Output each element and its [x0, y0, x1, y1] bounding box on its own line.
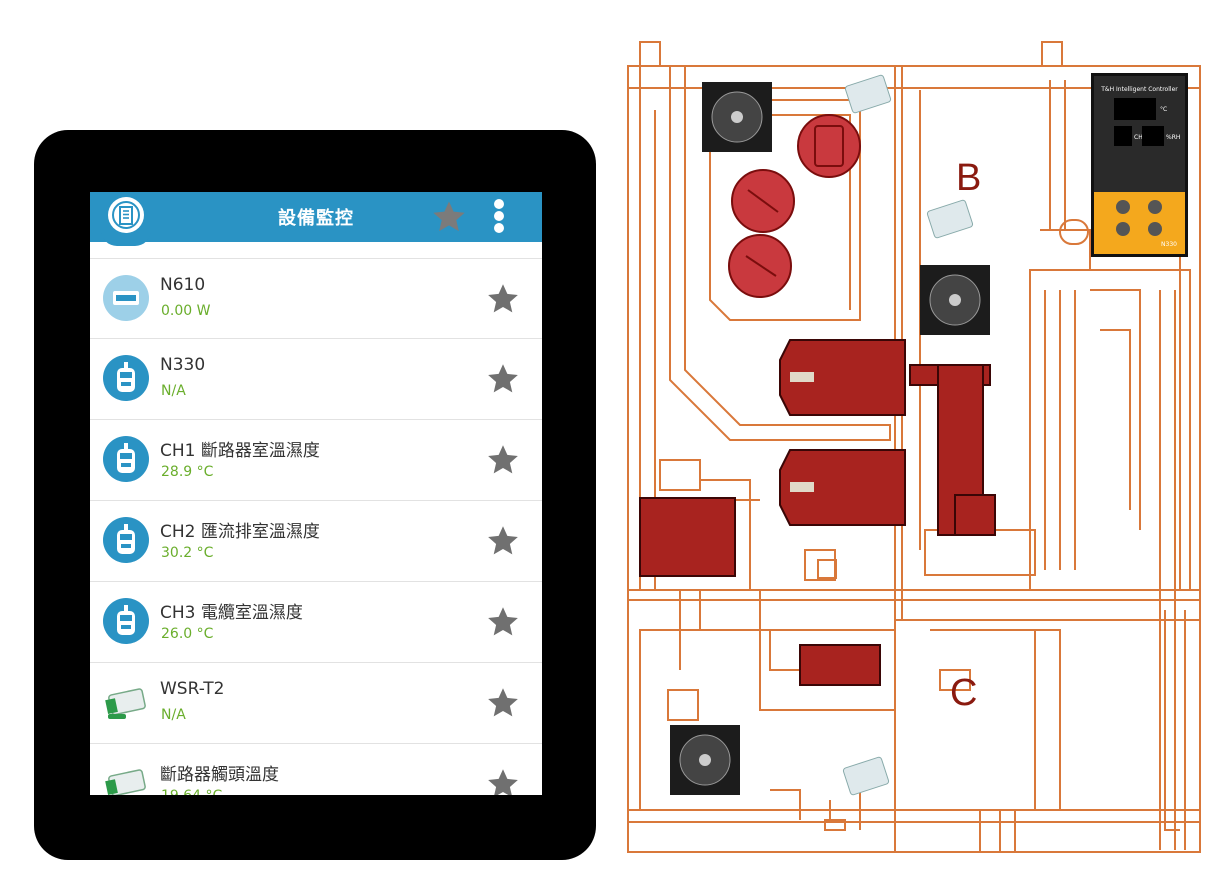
device-name: CH3 電纜室溫濕度	[160, 603, 303, 623]
switchgear-schematic: B C	[627, 41, 1201, 853]
controller-device-icon	[102, 516, 150, 564]
list-item[interactable]: CH3 電纜室溫濕度 26.0 °C	[90, 582, 542, 663]
device-name: CH2 匯流排室溫濕度	[160, 522, 320, 542]
controller-device-icon	[102, 597, 150, 645]
device-name: WSR-T2	[160, 679, 225, 699]
compartment-c-label: C	[950, 672, 977, 714]
device-value: 26.0 °C	[161, 626, 214, 642]
sensor-module-icon	[842, 74, 974, 796]
favorite-star-icon[interactable]	[485, 766, 521, 795]
favorite-star-icon[interactable]	[485, 281, 521, 317]
wireless-sensor-icon	[102, 759, 150, 795]
fan-icon	[702, 82, 772, 152]
device-name: CH1 斷路器室溫濕度	[160, 441, 320, 461]
temperature-unit: °C	[1160, 106, 1168, 113]
favorite-star-icon[interactable]	[485, 604, 521, 640]
device-name: N330	[160, 355, 206, 375]
humidity-label: %RH	[1166, 134, 1181, 141]
page-title: 設備監控	[278, 208, 354, 229]
wireless-sensor-icon	[102, 678, 150, 726]
fan-icon	[670, 725, 740, 795]
list-item[interactable]: 斷路器觸頭溫度 19.64 °C	[90, 744, 542, 795]
device-value: 28.9 °C	[161, 464, 214, 480]
list-item[interactable]: CH2 匯流排室溫濕度 30.2 °C	[90, 501, 542, 582]
power-meter-icon	[102, 274, 150, 322]
compartment-b-label: B	[956, 157, 981, 199]
right-button[interactable]	[1148, 222, 1162, 236]
favorite-star-icon[interactable]	[430, 198, 468, 236]
logo-badge-tab	[101, 230, 151, 246]
device-value: N/A	[161, 707, 186, 723]
channel-label: CH	[1134, 134, 1143, 141]
device-name: N610	[160, 275, 206, 295]
enter-button[interactable]	[1148, 200, 1162, 214]
th-controller-panel: T&H Intelligent Controller °C CH %RH N33…	[1091, 73, 1188, 257]
favorite-star-icon[interactable]	[485, 442, 521, 478]
controller-keypad	[1094, 192, 1185, 254]
controller-title: T&H Intelligent Controller	[1101, 86, 1178, 93]
humidity-display	[1142, 126, 1164, 146]
list-item[interactable]: N610 0.00 W	[90, 258, 542, 339]
favorite-star-icon[interactable]	[485, 361, 521, 397]
channel-display	[1114, 126, 1132, 146]
controller-device-icon	[102, 354, 150, 402]
list-item[interactable]: CH1 斷路器室溫濕度 28.9 °C	[90, 420, 542, 501]
temperature-display	[1114, 98, 1156, 120]
device-value: 0.00 W	[161, 303, 211, 319]
fan-icon	[920, 265, 990, 335]
device-value: 30.2 °C	[161, 545, 214, 561]
device-value: N/A	[161, 383, 186, 399]
menu-button[interactable]	[1116, 200, 1130, 214]
favorite-star-icon[interactable]	[485, 523, 521, 559]
device-name: 斷路器觸頭溫度	[160, 765, 279, 785]
app-header: 設備監控	[90, 192, 542, 246]
device-value: 19.64 °C	[161, 788, 222, 795]
controller-model: N330	[1161, 241, 1177, 248]
controller-device-icon	[102, 435, 150, 483]
building-logo-icon[interactable]	[108, 197, 144, 233]
left-button[interactable]	[1116, 222, 1130, 236]
favorite-star-icon[interactable]	[485, 685, 521, 721]
more-options-icon[interactable]	[492, 198, 506, 236]
